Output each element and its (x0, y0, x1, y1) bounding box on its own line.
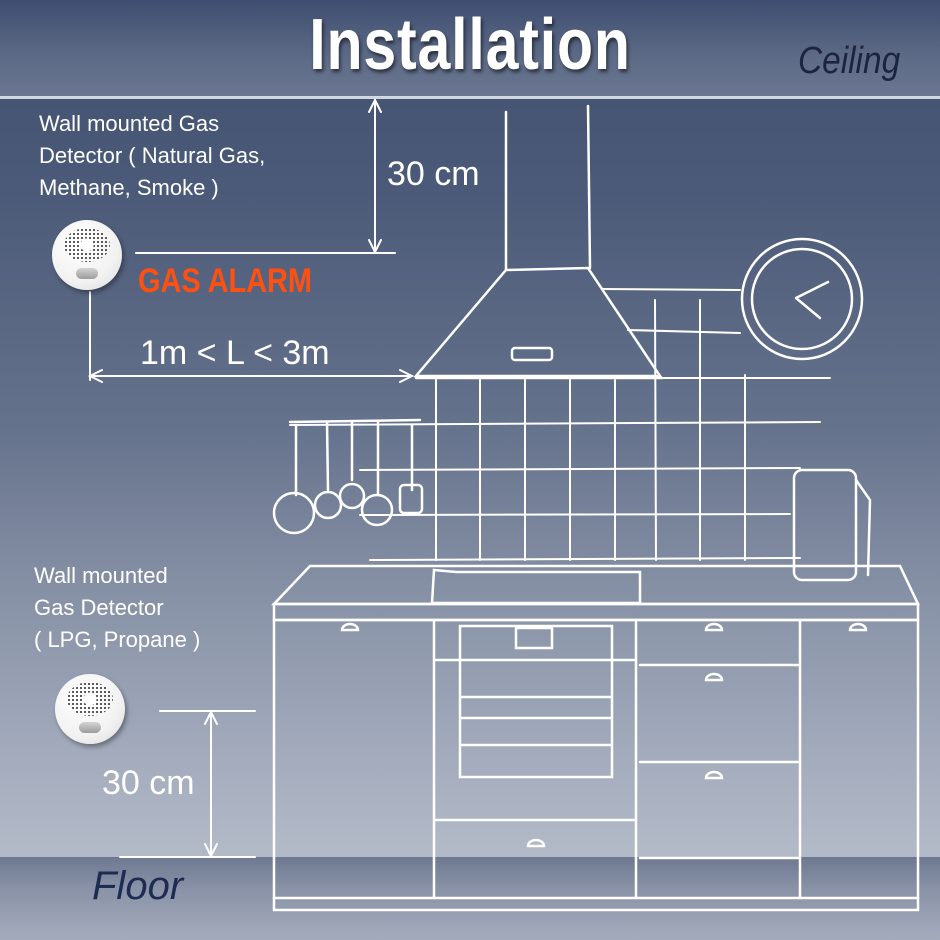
kettle-icon (792, 468, 872, 582)
floor-label: Floor (92, 864, 184, 908)
ceiling-line (0, 96, 940, 99)
gas-alarm-brand: GAS ALARM (138, 262, 312, 300)
tile-grid (289, 288, 831, 561)
wall-clock-icon (740, 237, 864, 361)
kitchen-cabinet-icon (271, 564, 920, 912)
horizontal-distance-label: 1m < L < 3m (140, 334, 330, 372)
bottom-detector-description: Wall mounted Gas Detector ( LPG, Propane… (34, 563, 201, 652)
gas-detector-icon (52, 220, 122, 290)
ceiling-distance-label: 30 cm (387, 155, 480, 193)
ceiling-label: Ceiling (797, 40, 900, 82)
utensil-rail-icon (272, 418, 424, 535)
gas-detector-icon (55, 674, 125, 744)
page-title: Installation (309, 5, 631, 85)
header-band (0, 0, 940, 97)
top-detector-description: Wall mounted Gas Detector ( Natural Gas,… (39, 111, 266, 200)
floor-distance-label: 30 cm (102, 764, 195, 802)
dimension-lines (87, 97, 415, 859)
range-hood-icon (413, 104, 664, 380)
